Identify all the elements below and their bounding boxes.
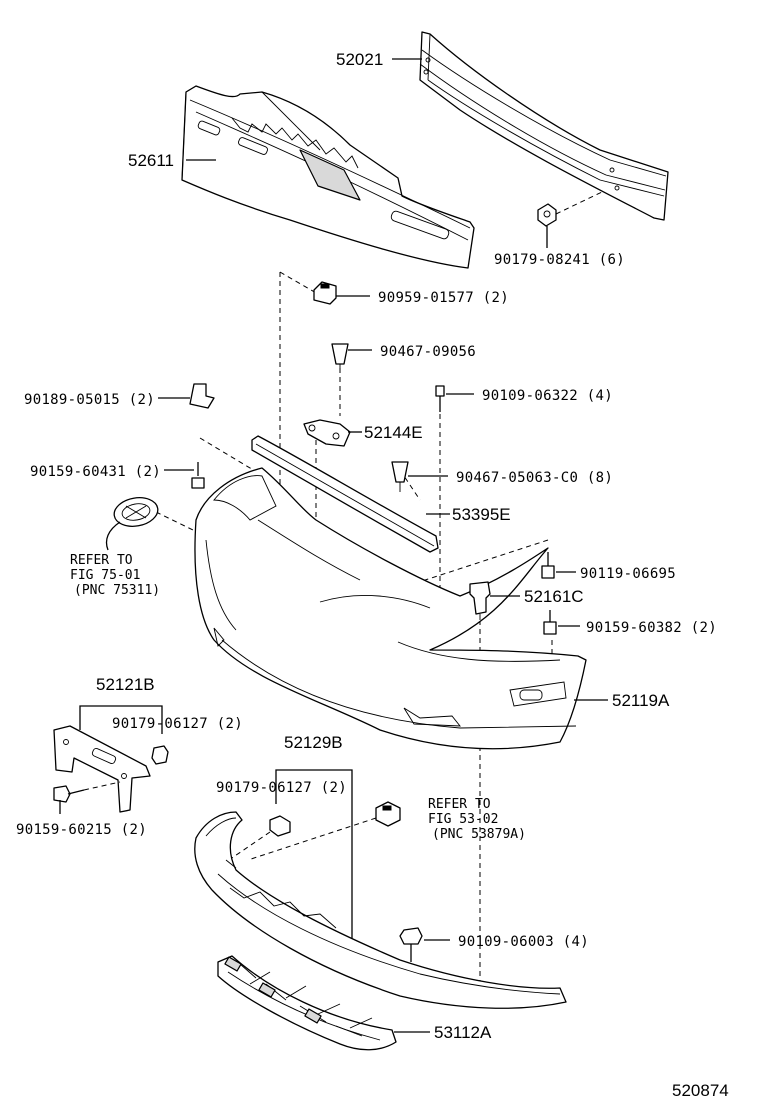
label-52144E: 52144E [364, 423, 423, 442]
label-90109-06003: 90109-06003 (4) [458, 934, 589, 950]
label-90467-09056: 90467-09056 [380, 344, 476, 360]
retainer-52161C[interactable] [469, 581, 491, 620]
label-90179-06127-b: 90179-06127 (2) [216, 780, 347, 796]
seal-53395E[interactable] [251, 435, 439, 553]
clip-90467-05063[interactable] [391, 461, 409, 492]
screw-90159-60215[interactable] [53, 785, 85, 803]
bracket-52144E[interactable] [303, 419, 351, 447]
bumper-reinforcement-52021[interactable] [419, 31, 669, 221]
label-90119-06695: 90119-06695 [580, 566, 676, 582]
bolt-90119-06695[interactable] [541, 552, 555, 579]
screw-90159-60382[interactable] [543, 610, 557, 635]
label-90467-05063: 90467-05063-C0 (8) [456, 470, 613, 486]
clip-90959-01577[interactable] [313, 281, 337, 305]
grille-53112A[interactable] [217, 955, 397, 1051]
nut-90179-08241[interactable] [537, 203, 557, 227]
clip-90189-05015[interactable] [189, 383, 215, 409]
label-52119A: 52119A [612, 691, 670, 710]
label-90179-08241: 90179-08241 (6) [494, 252, 625, 268]
label-53395E: 53395E [452, 505, 511, 524]
screw-90159-60431[interactable] [191, 462, 205, 489]
label-90109-06322: 90109-06322 (4) [482, 388, 613, 404]
label-90159-60431: 90159-60431 (2) [30, 464, 161, 480]
nut-90179-06127-a[interactable] [151, 745, 169, 765]
spoiler-52129B[interactable] [194, 811, 567, 1009]
reference-fig-53-02: REFER TO FIG 53-02 (PNC 53879A) [428, 797, 526, 842]
label-90189-05015: 90189-05015 (2) [24, 392, 155, 408]
nut-90179-06127-b[interactable] [269, 815, 291, 837]
bolt-90109-06003[interactable] [399, 927, 423, 962]
license-bracket-52121B[interactable] [53, 725, 151, 813]
clip-reference-53879A[interactable] [375, 801, 401, 827]
label-52161C: 52161C [524, 587, 584, 606]
reference-fig-75-01: REFER TO FIG 75-01 (PNC 75311) [70, 553, 160, 598]
bumper-absorber-52611[interactable] [181, 85, 475, 269]
label-52121B: 52121B [96, 675, 155, 694]
label-90959-01577: 90959-01577 (2) [378, 290, 509, 306]
figure-number: 520874 [672, 1081, 729, 1100]
label-90179-06127-a: 90179-06127 (2) [112, 716, 243, 732]
clip-90467-09056[interactable] [331, 343, 349, 370]
label-52129B: 52129B [284, 733, 343, 752]
label-90159-60215: 90159-60215 (2) [16, 822, 147, 838]
bumper-cover-52119A[interactable] [194, 467, 587, 750]
label-52021: 52021 [336, 50, 383, 69]
label-53112A: 53112A [434, 1023, 492, 1042]
label-52611: 52611 [128, 151, 174, 170]
bolt-90109-06322[interactable] [435, 385, 445, 412]
label-90159-60382: 90159-60382 (2) [586, 620, 717, 636]
emblem-icon[interactable] [112, 494, 160, 529]
